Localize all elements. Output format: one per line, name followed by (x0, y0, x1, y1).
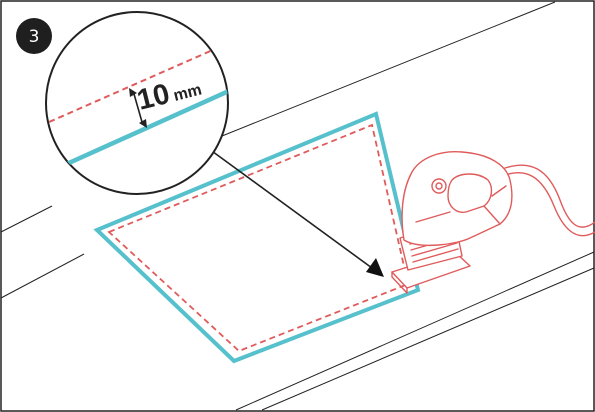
panel-edge-left-front (0, 253, 85, 299)
panel-edge-front-2 (235, 251, 595, 411)
jigsaw-icon (391, 151, 595, 294)
step-badge: 3 (16, 18, 52, 54)
callout-cut-line (46, 83, 228, 179)
panel-edge-front-1 (261, 267, 595, 411)
cut-line-outline (93, 111, 421, 364)
magnifier-callout: 10 mm (45, 11, 229, 195)
dimension-arrow-icon (129, 88, 147, 128)
callout-offset-line (46, 37, 228, 127)
panel-edge-back (221, 1, 556, 137)
dimension-value: 10 (134, 78, 173, 117)
pointer-arrow-icon (204, 145, 384, 277)
dimension-unit: mm (172, 82, 204, 105)
step-number: 3 (29, 27, 40, 47)
panel-edge-left-back (0, 205, 53, 233)
